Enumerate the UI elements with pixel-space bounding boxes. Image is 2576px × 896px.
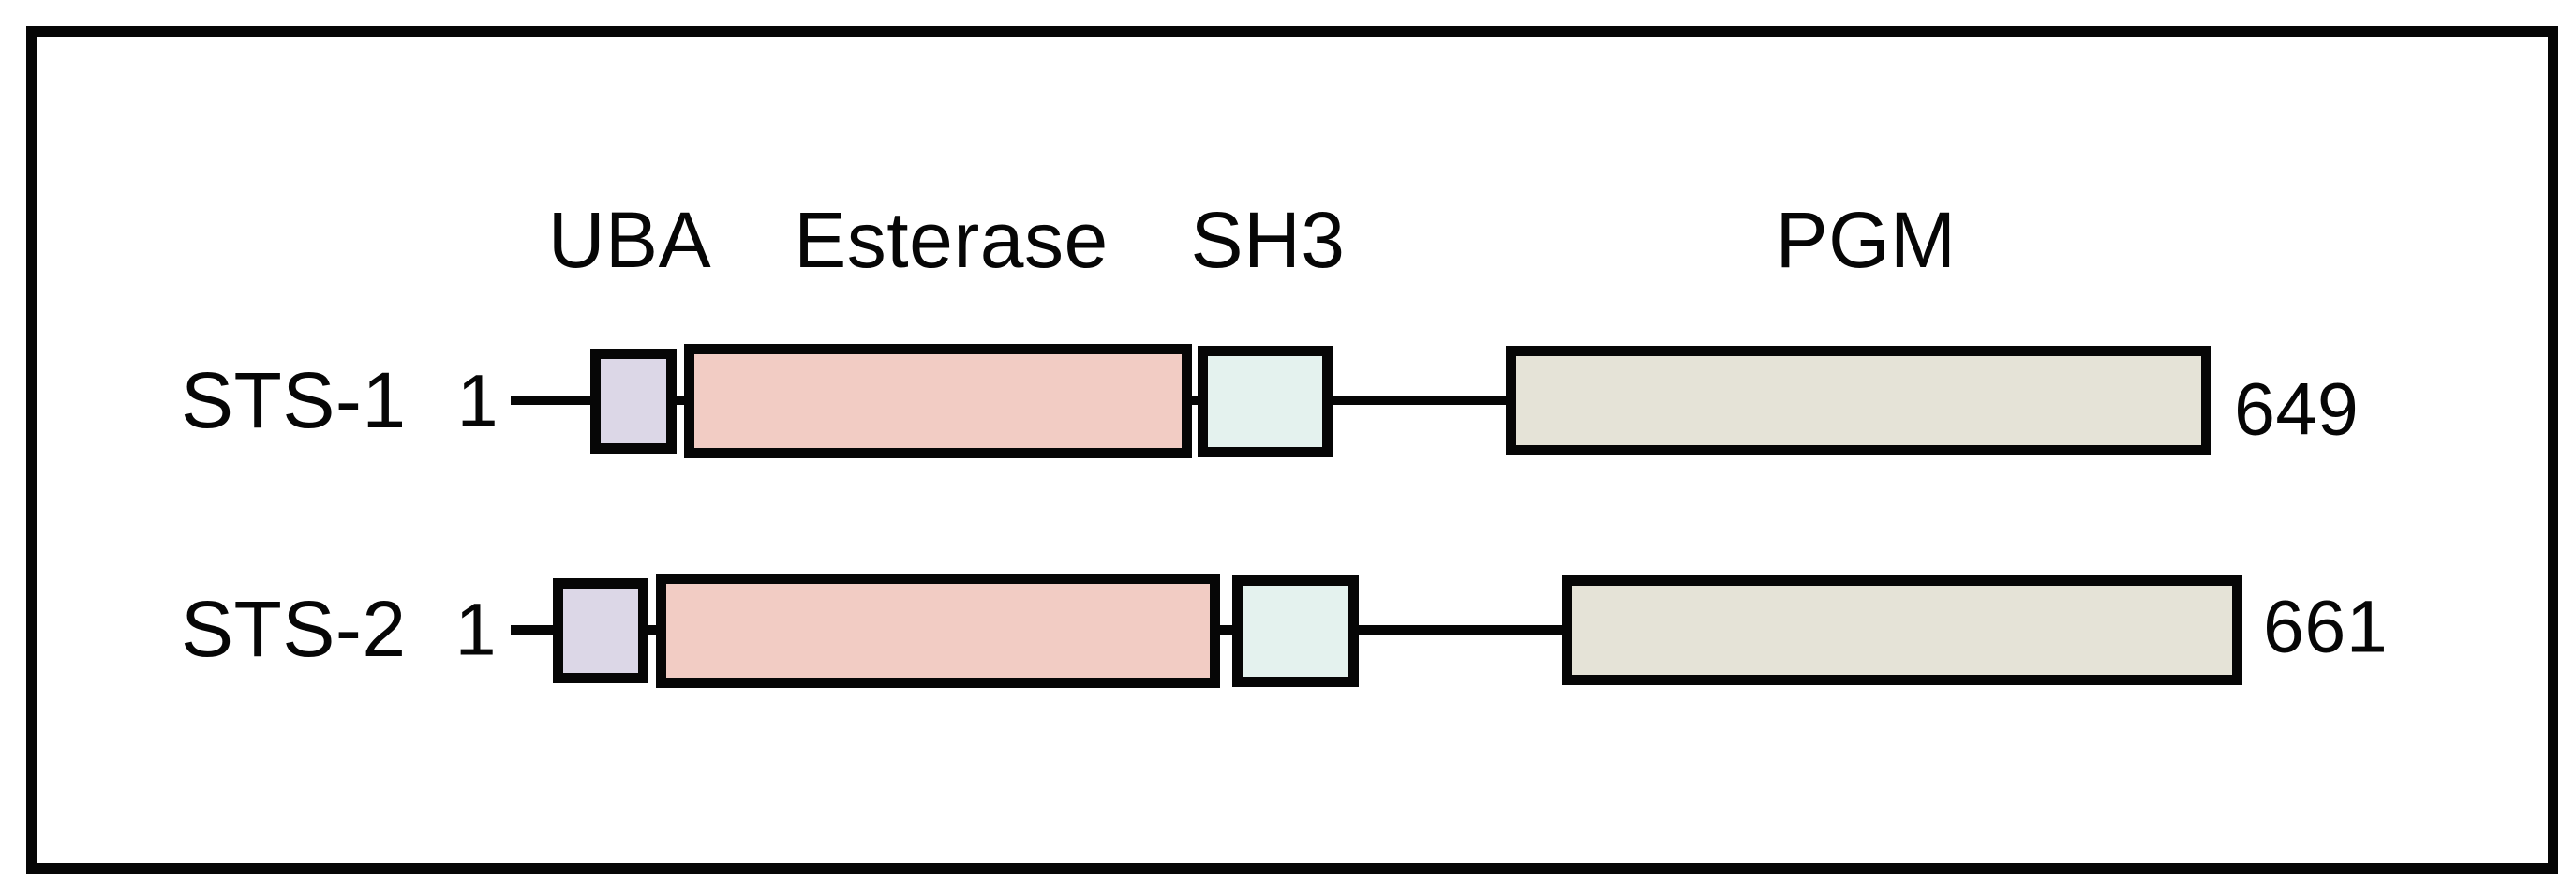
sequence-start-number-sts2: 1: [454, 587, 497, 671]
domain-box-sh3-sts2: [1232, 575, 1359, 687]
domain-label-sh3: SH3: [1190, 196, 1346, 284]
domain-box-esterase-sts1: [684, 344, 1192, 458]
domain-box-pgm-sts2: [1562, 575, 2242, 685]
sequence-end-number-sts1: 649: [2234, 366, 2360, 451]
domain-label-uba: UBA: [547, 196, 712, 284]
protein-name-sts1: STS-1: [181, 356, 407, 444]
domain-box-uba-sts2: [553, 578, 648, 683]
domain-label-pgm: PGM: [1775, 196, 1957, 284]
sequence-end-number-sts2: 661: [2263, 584, 2389, 668]
sequence-start-number-sts1: 1: [456, 358, 499, 442]
domain-box-uba-sts1: [590, 349, 677, 454]
protein-name-sts2: STS-2: [181, 585, 407, 673]
domain-box-esterase-sts2: [656, 574, 1220, 688]
domain-label-esterase: Esterase: [794, 196, 1109, 284]
domain-box-pgm-sts1: [1506, 346, 2211, 455]
domain-box-sh3-sts1: [1198, 346, 1333, 457]
